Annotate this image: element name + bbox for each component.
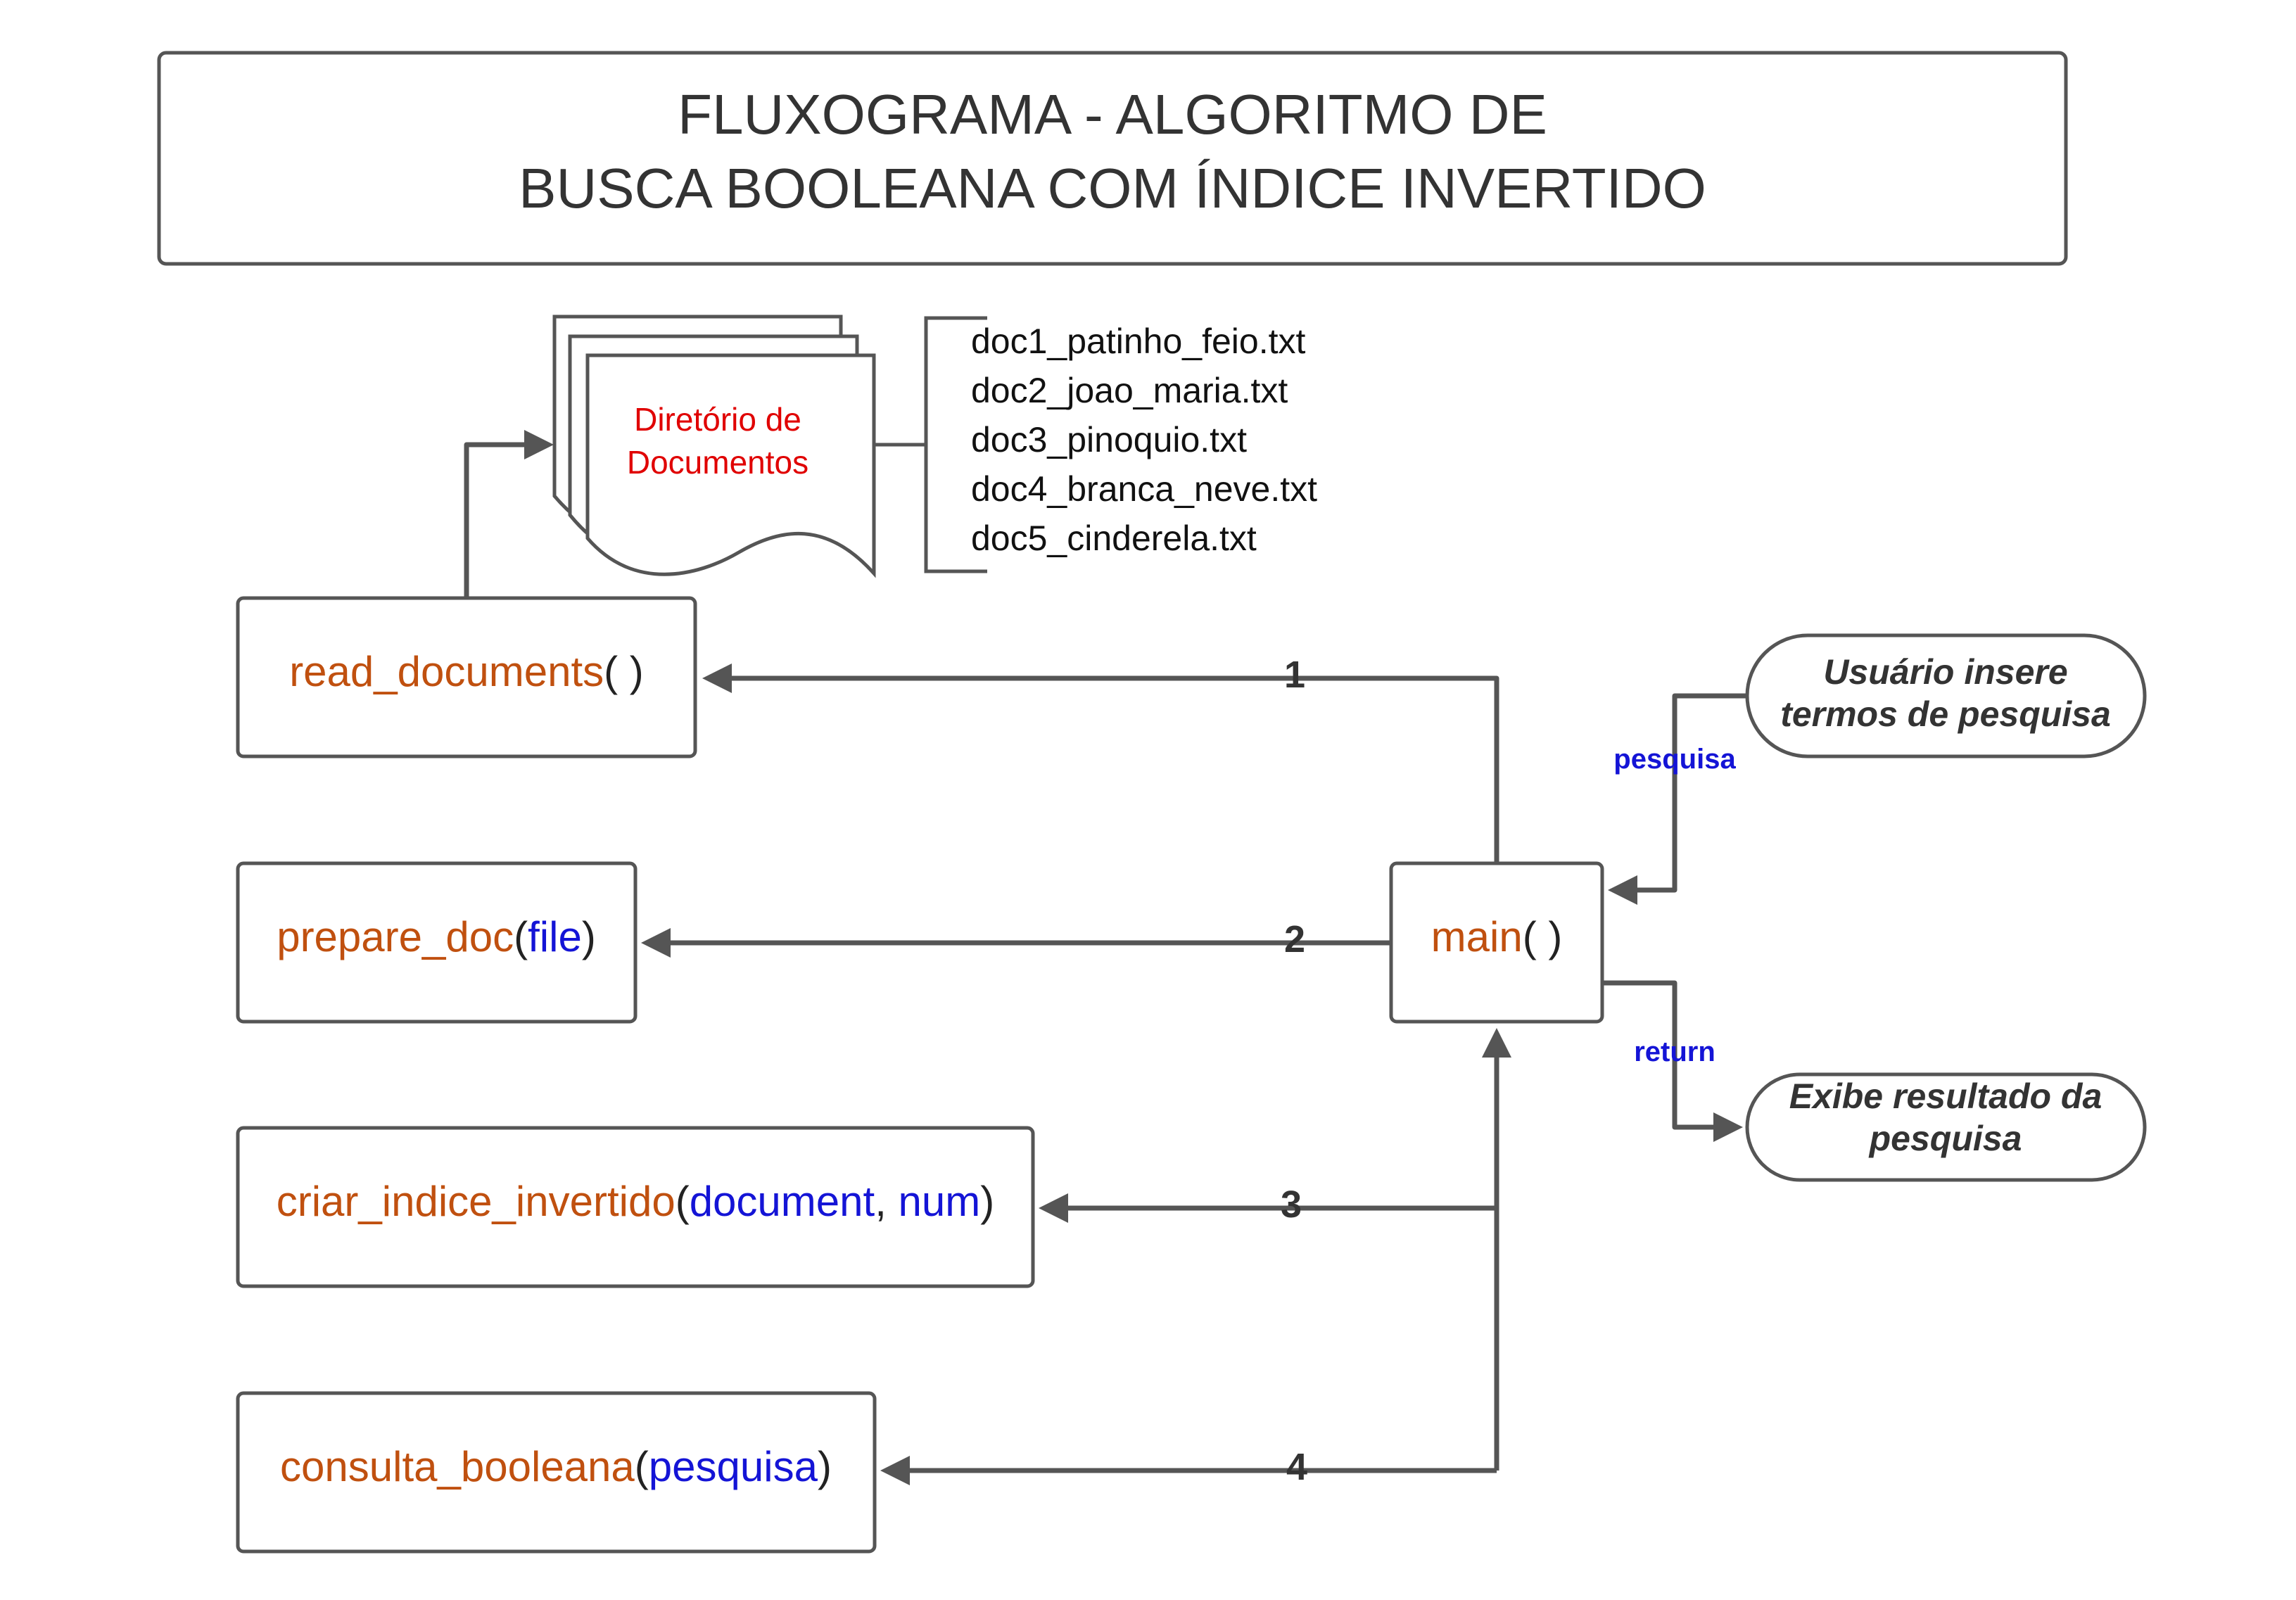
- parameter: pesquisa: [649, 1443, 818, 1490]
- open-paren: (: [635, 1443, 649, 1490]
- user-input-line-2: termos de pesquisa: [1780, 694, 2111, 734]
- file-list-item: doc1_patinho_feio.txt: [971, 322, 1305, 361]
- main-box: main( ): [1389, 861, 1604, 1024]
- pesquisa-edge-label: pesquisa: [1613, 744, 1736, 775]
- parameter: file: [528, 913, 582, 960]
- step-number: 4: [1286, 1446, 1307, 1488]
- consulta-booleana-label: consulta_booleana(pesquisa): [280, 1443, 832, 1490]
- function-name: prepare_doc: [277, 913, 514, 960]
- function-args: ( ): [604, 648, 644, 695]
- output-line-1: Exibe resultado da: [1789, 1077, 2102, 1116]
- open-paren: (: [514, 913, 528, 960]
- title-line-2: BUSCA BOOLEANA COM ÍNDICE INVERTIDO: [519, 157, 1706, 220]
- parameter: document: [690, 1178, 875, 1225]
- file-list-item: doc3_pinoquio.txt: [971, 420, 1247, 459]
- parameter: num: [899, 1178, 981, 1225]
- function-name: consulta_booleana: [280, 1443, 635, 1490]
- read-to-directory-arrow: [464, 430, 554, 598]
- file-list-item: doc4_branca_neve.txt: [971, 469, 1317, 509]
- output-frame: [1745, 1072, 2147, 1182]
- title-frame: [157, 51, 2068, 266]
- prepare-doc-box: prepare_doc(file): [236, 861, 638, 1024]
- consulta-booleana-box: consulta_booleana(pesquisa): [236, 1391, 877, 1554]
- return-edge-label: return: [1634, 1036, 1715, 1067]
- user-input-terminator: Usuário insere termos de pesquisa: [1745, 633, 2147, 758]
- function-name: read_documents: [289, 648, 604, 695]
- step-number: 3: [1281, 1183, 1302, 1226]
- close-paren: ): [980, 1178, 994, 1225]
- criar-indice-box: criar_indice_invertido(document, num): [236, 1126, 1035, 1288]
- title-box: FLUXOGRAMA - ALGORITMO DE BUSCA BOOLEANA…: [157, 51, 2068, 266]
- function-name: main: [1431, 913, 1523, 960]
- directory-label-line-1: Diretório de: [634, 401, 801, 438]
- prepare-doc-frame: [236, 861, 638, 1024]
- open-paren: (: [676, 1178, 690, 1225]
- user-input-line-1: Usuário insere: [1823, 652, 2067, 692]
- file-list-item: doc2_joao_maria.txt: [971, 371, 1288, 410]
- directory-label-line-2: Documentos: [627, 444, 808, 481]
- criar-indice-label: criar_indice_invertido(document, num): [277, 1178, 994, 1225]
- main-label: main( ): [1431, 913, 1563, 960]
- criar-indice-frame: [236, 1126, 1035, 1288]
- step-number: 2: [1284, 918, 1305, 960]
- file-list: doc1_patinho_feio.txt doc2_joao_maria.tx…: [971, 322, 1317, 558]
- main-to-read-documents-arrow: [702, 664, 1499, 863]
- separator: ,: [875, 1178, 898, 1225]
- step-number: 1: [1284, 654, 1305, 696]
- close-paren: ): [818, 1443, 832, 1490]
- document-directory: Diretório de Documentos: [552, 315, 876, 578]
- function-args: ( ): [1523, 913, 1563, 960]
- function-name: criar_indice_invertido: [277, 1178, 676, 1225]
- document-stack-front: [585, 353, 876, 578]
- file-list-item: doc5_cinderela.txt: [971, 519, 1257, 558]
- output-line-2: pesquisa: [1868, 1119, 2022, 1158]
- user-input-to-main-arrow: [1608, 693, 1747, 905]
- file-list-bracket: [924, 316, 987, 573]
- title-line-1: FLUXOGRAMA - ALGORITMO DE: [678, 83, 1547, 146]
- output-terminator: Exibe resultado da pesquisa: [1745, 1072, 2147, 1182]
- prepare-doc-label: prepare_doc(file): [277, 913, 596, 960]
- consulta-booleana-frame: [236, 1391, 877, 1554]
- read-documents-box: read_documents( ): [236, 596, 697, 758]
- close-paren: ): [582, 913, 596, 960]
- main-to-output-arrow: [1602, 980, 1743, 1142]
- read-documents-label: read_documents( ): [289, 648, 644, 695]
